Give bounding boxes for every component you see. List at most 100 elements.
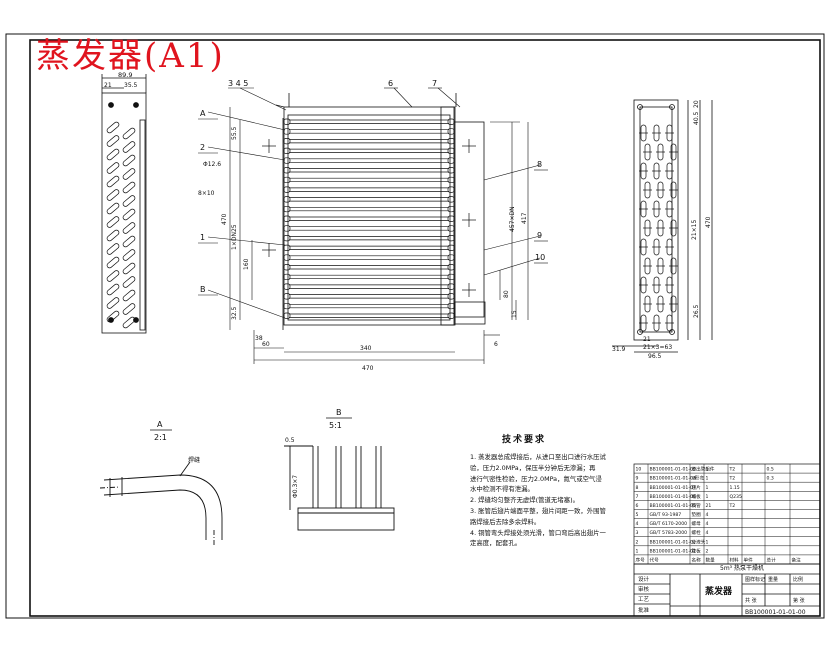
tube-bend-left: [283, 235, 291, 242]
tube-bend-right: [447, 244, 455, 251]
bom-header-cell: 名称: [692, 557, 702, 564]
section-b-label: B: [336, 408, 342, 417]
bom-cell: 4: [706, 530, 709, 536]
tube-bend-right: [447, 138, 455, 145]
tube-end: [122, 249, 136, 261]
dim-front-right-80: 80: [503, 290, 510, 298]
outer-border: [5, 33, 825, 619]
tech-notes: 1. 蒸发器总成焊接后，从进口至出口进行水压试 验，压力2.0MPa，保压半分钟…: [470, 452, 620, 549]
dim-front-left-phi: Φ12.6: [203, 161, 221, 168]
tech-note-line: 4. 铜管弯头焊接处须光滑，管口弯后高出翅片一: [470, 528, 606, 537]
tube-bend-right: [447, 196, 455, 203]
bom-header-cell: 序号: [636, 557, 646, 564]
title-meta-sheets: 共 张: [745, 597, 757, 604]
bom-cell: 1: [706, 539, 709, 545]
tube-end: [122, 262, 136, 275]
tube-end: [106, 243, 120, 255]
title-drawing-number: BB100001-01-01-00: [745, 609, 806, 616]
tube-bend-right: [447, 264, 455, 271]
section-a-label: A: [157, 420, 163, 429]
bom-cell: BB100001-01-01-02: [650, 539, 696, 545]
section-a-weld-tag: 焊缝: [188, 456, 200, 464]
bom-cell: Q235: [730, 494, 742, 500]
callout-leaders: [198, 87, 548, 319]
section-b-scale: 5:1: [329, 421, 342, 430]
callout-B: B: [200, 285, 206, 294]
dim-front-left-160: 160: [243, 258, 250, 270]
bom-cell: 进出管组件: [692, 466, 715, 473]
tech-note-line: 1. 蒸发器总成焊接后，从进口至出口进行水压试: [470, 453, 606, 461]
tube-end: [122, 127, 136, 140]
bom-cell: 铜管: [692, 502, 702, 509]
title-meta-weight: 重量: [768, 576, 778, 583]
tube-end: [106, 270, 120, 282]
bom-cell: 3: [636, 530, 639, 536]
tube-bend-right: [447, 167, 455, 174]
title-project: 5m³ 热泵干燥机: [720, 564, 764, 572]
dim-front-470: 470: [362, 365, 374, 372]
bom-cell: 21: [706, 503, 712, 509]
tech-note-line: 路焊接后去除多余焊料。: [470, 517, 541, 526]
dim-front-60: 60: [262, 341, 270, 348]
callout-10: 10: [535, 253, 545, 262]
dim-right-63: 21×3=63: [643, 344, 672, 351]
tube-bend-left: [283, 186, 291, 193]
tube-end: [106, 189, 120, 201]
tube-end: [106, 283, 120, 296]
bom-cell: 螺栓: [692, 529, 702, 536]
dim-right-40: 40.5: [693, 111, 700, 125]
tube-bend-left: [283, 205, 291, 213]
bom-cell: 1: [706, 467, 709, 473]
tube-end: [122, 154, 136, 167]
bom-cell: 0.3: [767, 476, 774, 482]
bom-cell: 1.15: [730, 485, 740, 491]
tube-bend-left: [283, 147, 291, 154]
tube-end: [122, 195, 136, 207]
bom-cell: 10: [636, 467, 642, 473]
callout-1: 1: [200, 233, 205, 242]
bom-cell: 1: [706, 485, 709, 491]
dim-front-left-8x10: 8×10: [198, 190, 215, 197]
bom-cell: 螺母: [692, 520, 702, 527]
tube-end: [122, 208, 136, 221]
drawing-title: 蒸发器(A1): [36, 36, 225, 76]
bom-cell: 1: [636, 548, 639, 554]
tube-end: [106, 216, 120, 228]
dim-front-left-dn: 1×DN25: [231, 224, 238, 250]
dim-front-left-55: 55.5: [231, 126, 238, 140]
tube-bend-right: [447, 254, 455, 261]
tube-end: [122, 222, 136, 234]
dim-front-left-470: 470: [221, 213, 228, 225]
tube-end: [122, 303, 136, 315]
bom-cell: 9: [636, 476, 639, 482]
bom-cell: T2: [729, 503, 736, 509]
tube-end: [106, 135, 120, 147]
callout-9: 9: [537, 231, 542, 240]
tube-end: [106, 310, 120, 323]
bom-cell: 4: [706, 521, 709, 527]
tube-end: [106, 148, 120, 161]
front-dim-lines: [229, 107, 529, 364]
dim-right-21x15: 21×15: [691, 220, 698, 240]
right-side-view: [612, 99, 713, 353]
tube-end: [106, 229, 120, 242]
tech-note-line: 3. 胀管后翅片端面平整，翅片间距一致，外围管: [470, 506, 606, 515]
title-block: [633, 563, 821, 617]
right-view-slots: [639, 124, 678, 332]
section-b-fins: [284, 445, 395, 531]
section-a-pipe: [99, 461, 223, 545]
tube-bend-right: [447, 157, 455, 164]
bom-cell: U形弯: [692, 475, 705, 482]
title-label-approve: 批准: [638, 606, 650, 614]
dim-front-right-417: 417: [521, 212, 528, 224]
centre-marks: [262, 139, 476, 297]
title-label-process: 工艺: [638, 596, 650, 603]
tube-bend-right: [447, 186, 455, 193]
tube-end: [122, 316, 136, 329]
tube-bend-left: [283, 128, 291, 135]
bom-cell: BB100001-01-01-08: [650, 476, 696, 482]
dim-right-20: 20: [693, 100, 700, 108]
tube-bend-left: [283, 225, 291, 232]
